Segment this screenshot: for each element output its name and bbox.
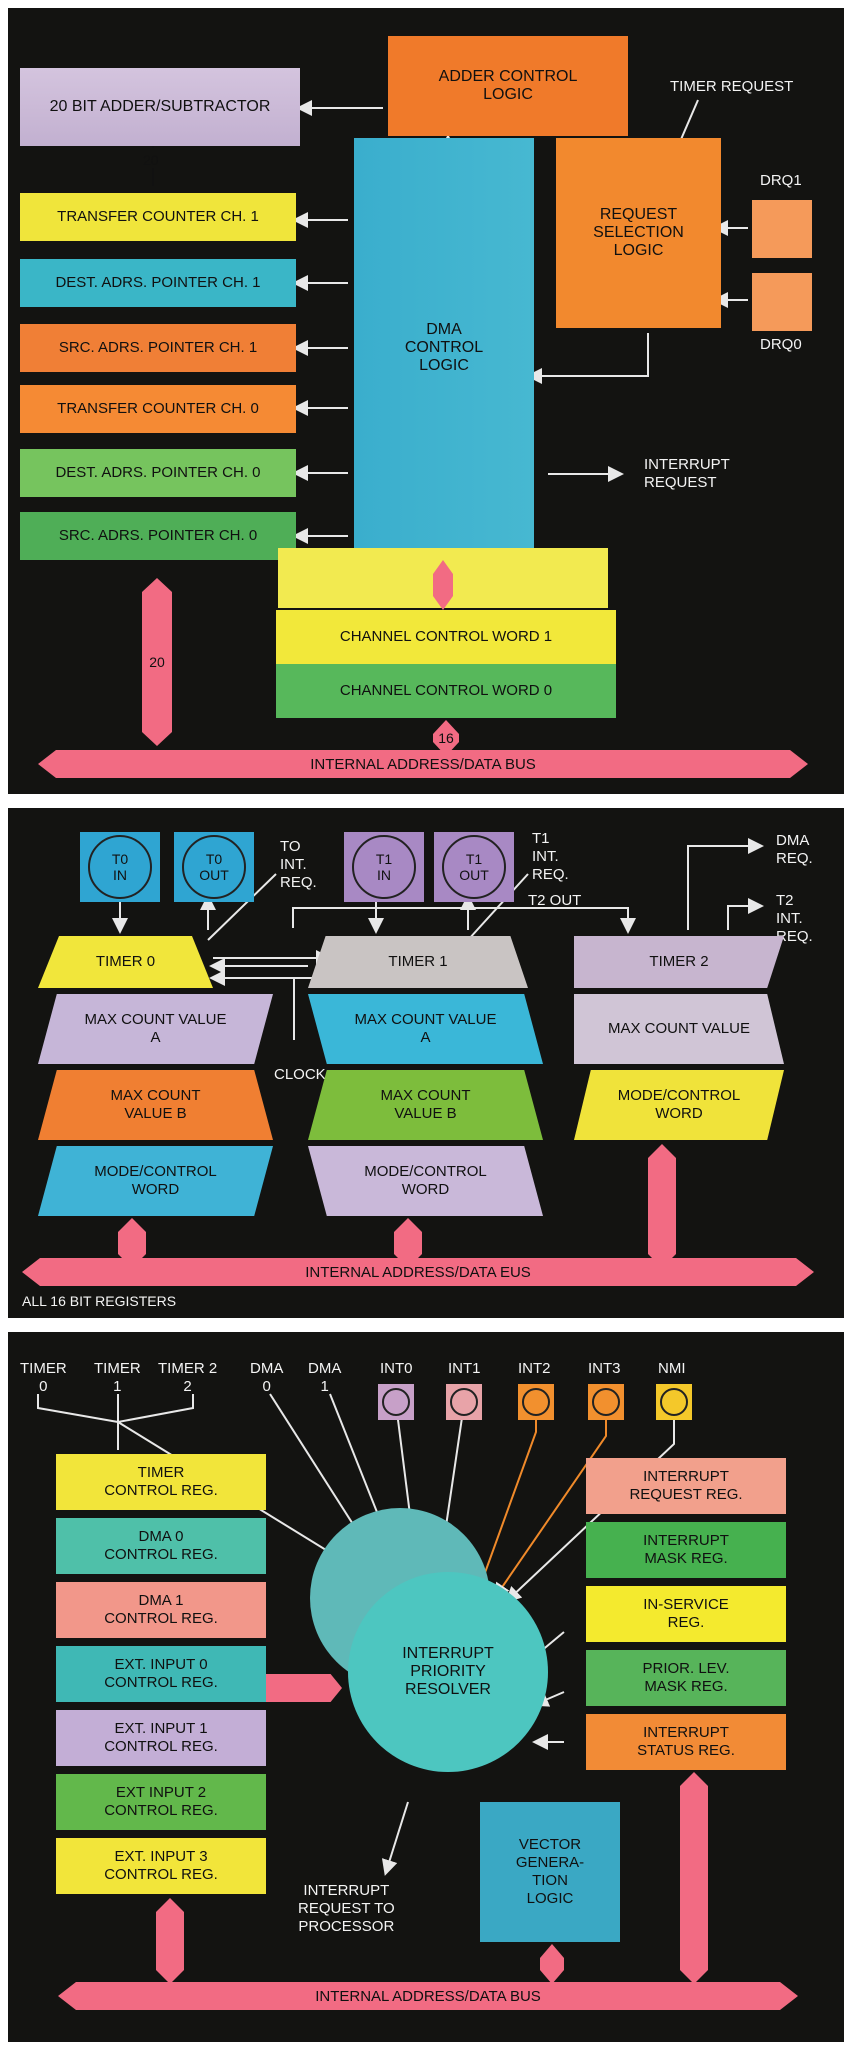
interrupt-status-reg: INTERRUPT STATUS REG.: [586, 1714, 786, 1770]
t1-out-ring: T1 OUT: [442, 835, 506, 899]
left-regs-bus-connector: [156, 1898, 184, 1984]
timer0-mode-control: MODE/CONTROL WORD: [38, 1146, 273, 1216]
t1-in-pin: T1 IN: [344, 832, 424, 902]
interrupt-request-reg: INTERRUPT REQUEST REG.: [586, 1458, 786, 1514]
ext-input3-control-reg: EXT. INPUT 3 CONTROL REG.: [56, 1838, 266, 1894]
timer1-register: TIMER 1: [308, 936, 528, 988]
timer1-mode-control: MODE/CONTROL WORD: [308, 1146, 543, 1216]
t0-out-ring: T0 OUT: [182, 835, 246, 899]
input-dma1-label: DMA 1: [308, 1360, 342, 1395]
in-service-reg: IN-SERVICE REG.: [586, 1586, 786, 1642]
channel-control-word-0: CHANNEL CONTROL WORD 0: [276, 664, 616, 718]
bus-16-label: 16: [438, 730, 454, 746]
to-processor-label: INTERRUPT REQUEST TO PROCESSOR: [298, 1882, 395, 1935]
left-regs-to-resolver: [266, 1674, 342, 1702]
input-dma0-label: DMA 0: [250, 1360, 284, 1395]
nmi-pin: [656, 1384, 692, 1420]
adder-bit-width-label: 20: [143, 152, 159, 168]
t2-int-req-label: T2 INT. REQ.: [776, 892, 813, 945]
bus-20-label: 20: [149, 654, 165, 670]
interrupt-internal-bus: INTERNAL ADDRESS/DATA BUS: [58, 1982, 798, 2010]
ext-input1-control-reg: EXT. INPUT 1 CONTROL REG.: [56, 1710, 266, 1766]
adder-control-logic: ADDER CONTROL LOGIC: [388, 36, 628, 136]
ext-input2-control-reg: EXT INPUT 2 CONTROL REG.: [56, 1774, 266, 1830]
input-int1-label: INT1: [448, 1360, 481, 1377]
adder-subtractor-block: 20 BIT ADDER/SUBTRACTOR: [20, 68, 300, 146]
request-selection-logic: REQUEST SELECTION LOGIC: [556, 138, 721, 328]
interrupt-request-label: INTERRUPT REQUEST: [644, 456, 730, 491]
dma-bus-label: INTERNAL ADDRESS/DATA BUS: [310, 755, 536, 773]
bus-20-connector: 20: [142, 578, 172, 746]
input-int3-label: INT3: [588, 1360, 621, 1377]
dma-control-logic: DMA CONTROL LOGIC: [354, 138, 534, 558]
status-bus-connector: [680, 1772, 708, 1984]
int1-pin: [446, 1384, 482, 1420]
int3-pin: [588, 1384, 624, 1420]
channel-control-word-1: CHANNEL CONTROL WORD 1: [276, 610, 616, 664]
timer0-max-b: MAX COUNT VALUE B: [38, 1070, 273, 1140]
dma-req-label: DMA REQ.: [776, 832, 813, 867]
clock-label: CLOCK: [274, 1066, 326, 1083]
prior-lev-mask-reg: PRIOR. LEV. MASK REG.: [586, 1650, 786, 1706]
dest-pointer-ch1: DEST. ADRS. POINTER CH. 1: [20, 259, 296, 307]
timer2-bus-connector: [648, 1144, 676, 1268]
timer-bus-label: INTERNAL ADDRESS/DATA EUS: [305, 1263, 531, 1281]
t1-out-pin: T1 OUT: [434, 832, 514, 902]
drq1-label: DRQ1: [760, 172, 802, 189]
t0-in-ring: T0 IN: [88, 835, 152, 899]
timer1-max-b: MAX COUNT VALUE B: [308, 1070, 543, 1140]
input-nmi-label: NMI: [658, 1360, 686, 1377]
timer1-max-a: MAX COUNT VALUE A: [308, 994, 543, 1064]
dma-to-ccw-connector: [433, 560, 453, 610]
interrupt-bus-label: INTERNAL ADDRESS/DATA BUS: [315, 1987, 541, 2005]
input-int0-label: INT0: [380, 1360, 413, 1377]
timer2-mode-control: MODE/CONTROL WORD: [574, 1070, 784, 1140]
vector-bus-connector: [540, 1944, 564, 1984]
all-16-bit-note: ALL 16 BIT REGISTERS: [22, 1293, 177, 1309]
timer0-max-a: MAX COUNT VALUE A: [38, 994, 273, 1064]
dest-pointer-ch0: DEST. ADRS. POINTER CH. 0: [20, 449, 296, 497]
t1-int-req-label: T1 INT. REQ.: [532, 830, 569, 883]
interrupt-priority-resolver: INTERRUPT PRIORITY RESOLVER: [348, 1572, 548, 1772]
transfer-counter-ch0: TRANSFER COUNTER CH. 0: [20, 385, 296, 433]
timer2-register: TIMER 2: [574, 936, 784, 988]
input-timer2-label: TIMER 2 2: [158, 1360, 218, 1395]
timer2-max-count: MAX COUNT VALUE: [574, 994, 784, 1064]
input-timer1-label: TIMER 1: [94, 1360, 141, 1395]
drq1-pin: [752, 200, 812, 258]
t0-out-pin: T0 OUT: [174, 832, 254, 902]
drq0-pin: [752, 273, 812, 331]
timer-request-label: TIMER REQUEST: [670, 78, 794, 95]
timer0-register: TIMER 0: [38, 936, 213, 988]
ext-input0-control-reg: EXT. INPUT 0 CONTROL REG.: [56, 1646, 266, 1702]
t1-in-ring: T1 IN: [352, 835, 416, 899]
dma0-control-reg: DMA 0 CONTROL REG.: [56, 1518, 266, 1574]
dma-internal-bus: INTERNAL ADDRESS/DATA BUS: [38, 750, 808, 778]
dma-panel: 20 BIT ADDER/SUBTRACTOR 20 TRANSFER COUN…: [8, 8, 844, 794]
src-pointer-ch1: SRC. ADRS. POINTER CH. 1: [20, 324, 296, 372]
timer-control-reg: TIMER CONTROL REG.: [56, 1454, 266, 1510]
src-pointer-ch0: SRC. ADRS. POINTER CH. 0: [20, 512, 296, 560]
t0-int-req-label: TO INT. REQ.: [280, 838, 317, 891]
timer-internal-bus: INTERNAL ADDRESS/DATA EUS: [22, 1258, 814, 1286]
transfer-counter-ch1: TRANSFER COUNTER CH. 1: [20, 193, 296, 241]
int2-pin: [518, 1384, 554, 1420]
interrupt-mask-reg: INTERRUPT MASK REG.: [586, 1522, 786, 1578]
drq0-label: DRQ0: [760, 336, 802, 353]
vector-generation-logic: VECTOR GENERA- TION LOGIC: [480, 1802, 620, 1942]
input-timer0-label: TIMER 0: [20, 1360, 67, 1395]
input-int2-label: INT2: [518, 1360, 551, 1377]
t0-in-pin: T0 IN: [80, 832, 160, 902]
dma1-control-reg: DMA 1 CONTROL REG.: [56, 1582, 266, 1638]
interrupt-panel: TIMER 0 TIMER 1 TIMER 2 2 DMA 0 DMA 1 IN…: [8, 1332, 844, 2042]
t2-out-label: T2 OUT: [528, 892, 582, 909]
int0-pin: [378, 1384, 414, 1420]
timer-panel: T0 IN T0 OUT TO INT. REQ. T1 IN T1 OUT T…: [8, 808, 844, 1318]
